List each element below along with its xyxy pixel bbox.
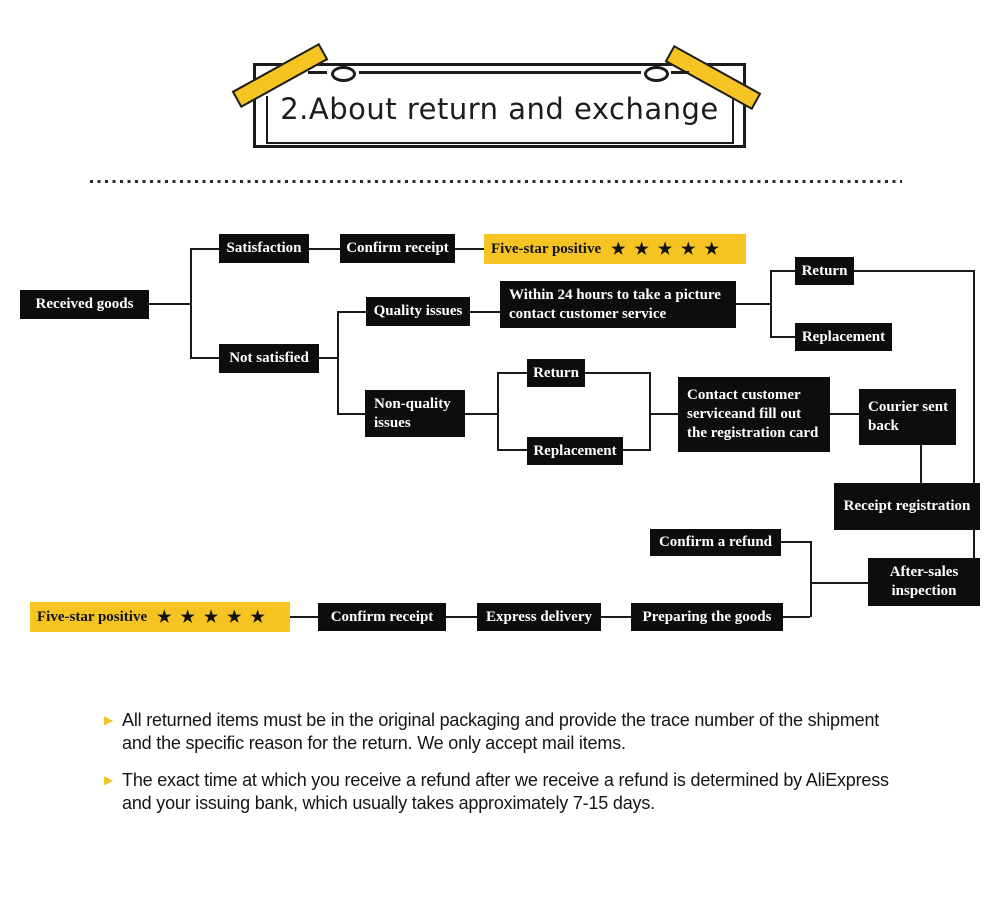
node-within-24-hours: Within 24 hours to take a picture contac… [500, 281, 736, 328]
connector-line [621, 449, 649, 451]
connector-line [854, 270, 974, 272]
connector-line [465, 413, 497, 415]
dotted-separator [90, 180, 902, 183]
node-confirm-receipt-top: Confirm receipt [340, 234, 455, 263]
node-confirm-refund: Confirm a refund [650, 529, 781, 556]
connector-line [337, 311, 339, 415]
connector-line [736, 303, 770, 305]
five-star-label: Five-star positive [491, 240, 602, 257]
node-non-quality-issues: Non-quality issues [365, 390, 465, 437]
decor-dash-left [308, 71, 327, 74]
decor-line-middle [359, 71, 641, 74]
note-item-refund-time: ▶ The exact time at which you receive a … [104, 769, 904, 815]
ring-right-icon [644, 66, 669, 82]
note-item-packaging: ▶ All returned items must be in the orig… [104, 709, 904, 755]
connector-line [497, 372, 499, 451]
node-after-sales-inspection: After-sales inspection [868, 558, 980, 606]
five-star-rating-icon: ★★★★★ [157, 608, 274, 626]
connector-line [783, 616, 810, 618]
connector-line [810, 582, 868, 584]
node-express-delivery: Express delivery [477, 603, 601, 631]
banner-inner-frame [266, 96, 734, 144]
node-return-nonquality: Return [527, 359, 585, 387]
node-preparing-goods: Preparing the goods [631, 603, 783, 631]
connector-line [497, 372, 527, 374]
connector-line [770, 336, 795, 338]
five-star-rating-icon: ★★★★★ [611, 240, 728, 258]
connector-line [497, 449, 527, 451]
node-return-quality: Return [795, 257, 854, 285]
connector-line [455, 248, 484, 250]
connector-line [319, 357, 337, 359]
connector-line [585, 372, 649, 374]
bullet-triangle-icon: ▶ [104, 773, 114, 787]
connector-line [446, 616, 477, 618]
connector-line [973, 270, 975, 560]
node-contact-customer-service: Contact customer serviceand fill out the… [678, 377, 830, 452]
connector-line [770, 270, 795, 272]
bullet-triangle-icon: ▶ [104, 713, 114, 727]
connector-line [601, 616, 631, 618]
connector-line [781, 541, 810, 543]
node-five-star-bottom: Five-star positive ★★★★★ [30, 602, 290, 632]
connector-line [337, 413, 365, 415]
node-confirm-receipt-bottom: Confirm receipt [318, 603, 446, 631]
section-title: 2.About return and exchange [280, 92, 719, 126]
connector-line [770, 270, 772, 338]
connector-line [337, 311, 366, 313]
node-replacement-nonquality: Replacement [527, 437, 623, 465]
connector-line [810, 541, 812, 617]
connector-line [149, 303, 190, 305]
connector-line [920, 445, 922, 483]
node-not-satisfied: Not satisfied [219, 344, 319, 373]
decor-dash-right [671, 71, 689, 74]
connector-line [190, 248, 219, 250]
connector-line [309, 248, 340, 250]
connector-line [190, 248, 192, 358]
connector-line [290, 616, 318, 618]
five-star-label: Five-star positive [37, 608, 148, 625]
connector-line [830, 413, 859, 415]
node-satisfaction: Satisfaction [219, 234, 309, 263]
node-quality-issues: Quality issues [366, 297, 470, 326]
note-text: The exact time at which you receive a re… [122, 770, 889, 813]
node-replacement-quality: Replacement [795, 323, 892, 351]
node-received-goods: Received goods [20, 290, 149, 319]
node-courier-sent-back: Courier sent back [859, 389, 956, 445]
node-five-star-top: Five-star positive ★★★★★ [484, 234, 746, 264]
connector-line [649, 372, 651, 451]
connector-line [470, 311, 500, 313]
ring-left-icon [331, 66, 356, 82]
node-receipt-registration: Receipt registration [834, 483, 980, 530]
note-text: All returned items must be in the origin… [122, 710, 880, 753]
connector-line [190, 357, 219, 359]
connector-line [649, 413, 678, 415]
